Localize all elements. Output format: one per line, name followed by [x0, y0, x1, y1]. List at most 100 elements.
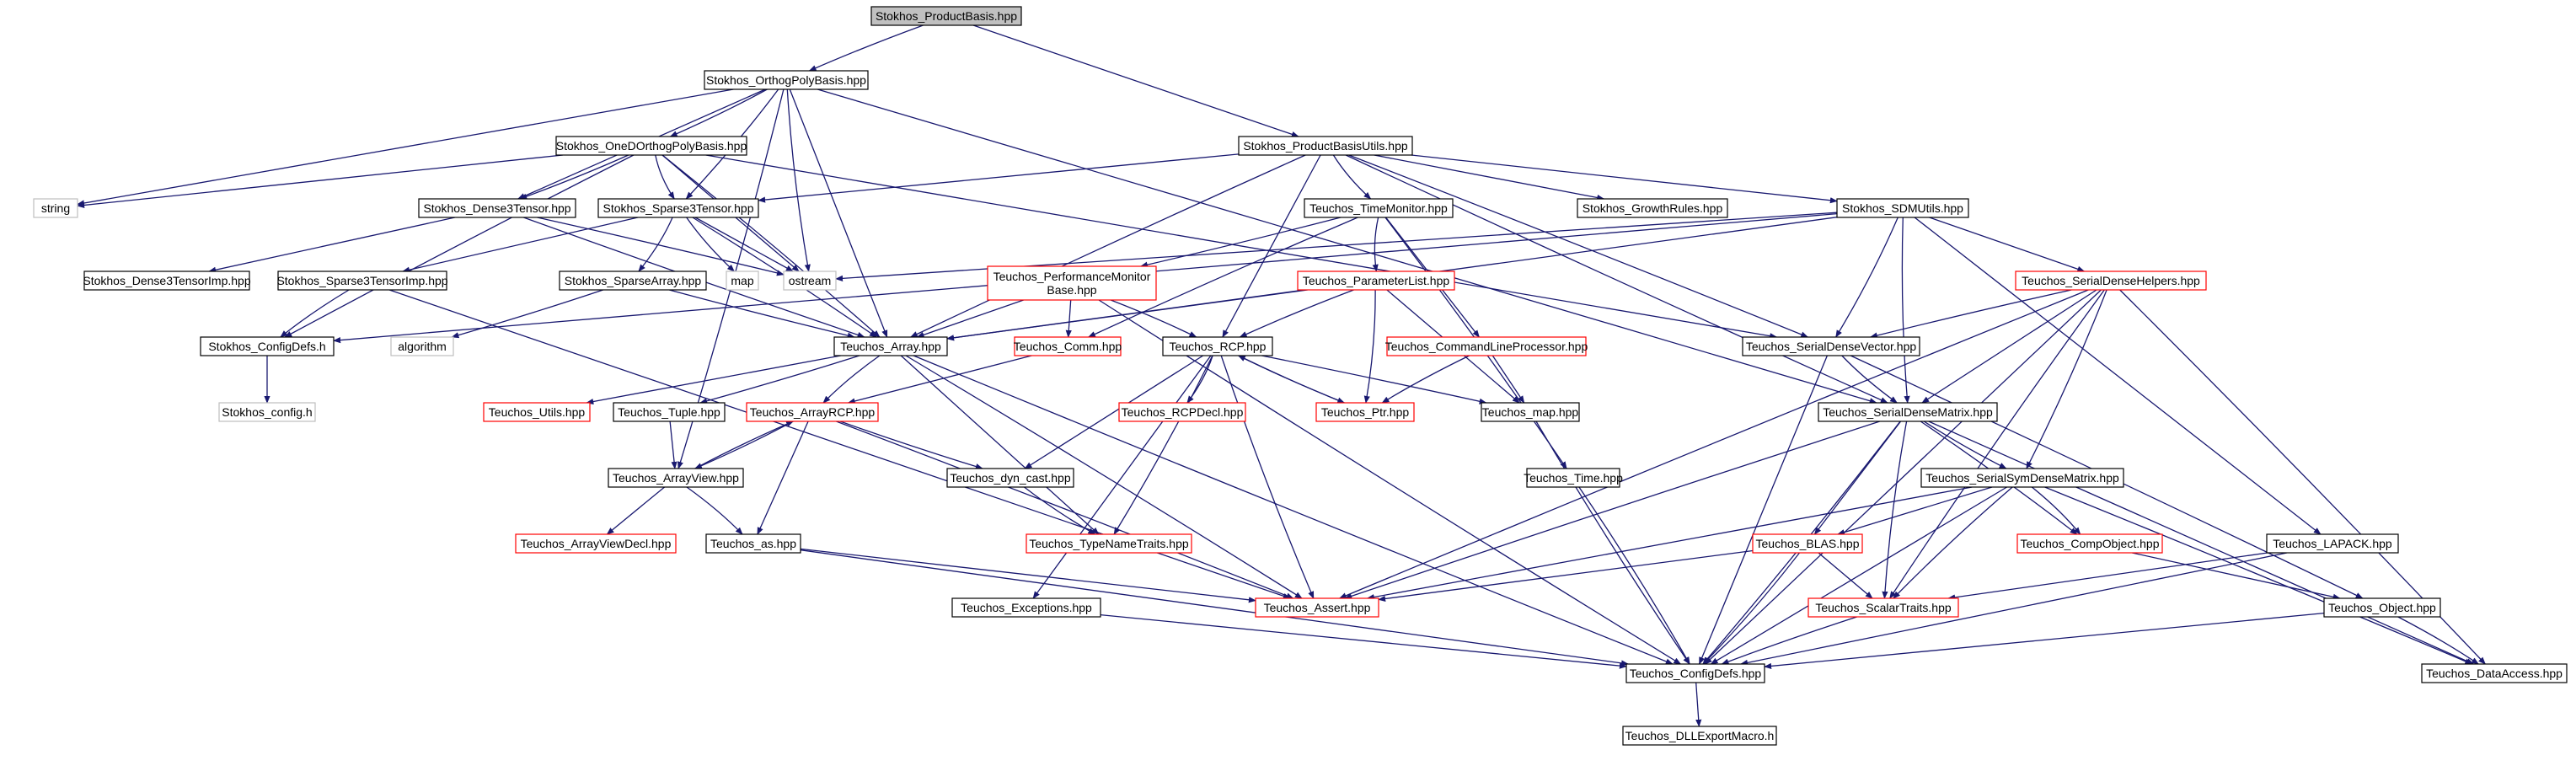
edge-oned-to-s3t [655, 154, 675, 200]
node-arcp[interactable]: Teuchos_ArrayRCP.hpp [746, 402, 879, 422]
edge-ssdm-to-tcd [1710, 486, 2007, 665]
edge-ssdm-to-da [2044, 486, 2473, 665]
node-ptr[interactable]: Teuchos_Ptr.hpp [1315, 402, 1415, 422]
edge-pbu-to-gr [1374, 154, 1605, 201]
node-ssdm[interactable]: Teuchos_SerialSymDenseMatrix.hpp [1920, 468, 2124, 488]
node-box [1920, 468, 2124, 488]
node-sdmat[interactable]: Teuchos_SerialDenseMatrix.hpp [1818, 402, 1998, 422]
node-label: Teuchos_ArrayView.hpp [613, 471, 739, 485]
edge-rcp-to-exc [1032, 355, 1212, 599]
node-st[interactable]: Teuchos_ScalarTraits.hpp [1807, 597, 1959, 618]
node-label: map [731, 274, 753, 287]
node-lapack[interactable]: Teuchos_LAPACK.hpp [2266, 533, 2399, 554]
node-orthog[interactable]: Stokhos_OrthogPolyBasis.hpp [704, 70, 869, 90]
edge-lapack-to-tcd [1740, 552, 2288, 666]
node-av[interactable]: Teuchos_ArrayView.hpp [608, 468, 744, 488]
node-sdv[interactable]: Teuchos_SerialDenseVector.hpp [1742, 336, 1920, 356]
node-box [833, 336, 948, 356]
node-label: Teuchos_DLLExportMacro.h [1625, 729, 1775, 742]
node-box [1622, 726, 1777, 746]
edge-clp-to-tmap [1492, 355, 1525, 404]
node-cd[interactable]: Stokhos_ConfigDefs.h [200, 336, 335, 356]
node-da[interactable]: Teuchos_DataAccess.hpp [2421, 663, 2568, 683]
node-as[interactable]: Teuchos_as.hpp [705, 533, 801, 554]
node-label: algorithm [398, 340, 447, 353]
node-pbu[interactable]: Stokhos_ProductBasisUtils.hpp [1238, 136, 1413, 156]
node-rcp[interactable]: Teuchos_RCP.hpp [1162, 336, 1273, 356]
node-box [1304, 198, 1454, 218]
node-comm[interactable]: Teuchos_Comm.hpp [1014, 336, 1122, 356]
node-avd[interactable]: Teuchos_ArrayViewDecl.hpp [515, 533, 677, 554]
node-s3ti[interactable]: Stokhos_Sparse3TensorImp.hpp [276, 271, 448, 291]
edge-orthog-to-string [77, 88, 734, 206]
node-sdm[interactable]: Stokhos_SDMUtils.hpp [1836, 198, 1969, 218]
node-tnt[interactable]: Teuchos_TypeNameTraits.hpp [1026, 533, 1192, 554]
node-label: Teuchos_Array.hpp [840, 340, 941, 353]
edge-sdv-to-sdmat [1841, 355, 1898, 404]
node-label: Teuchos_DataAccess.hpp [2426, 667, 2563, 680]
edge-tuple-to-av [669, 420, 677, 469]
edge-arr-to-tuple [699, 355, 860, 404]
node-obj[interactable]: Teuchos_Object.hpp [2323, 597, 2441, 618]
node-time[interactable]: Teuchos_Time.hpp [1524, 468, 1623, 488]
node-tcd[interactable]: Teuchos_ConfigDefs.hpp [1625, 663, 1765, 683]
node-dll[interactable]: Teuchos_DLLExportMacro.h [1622, 726, 1777, 746]
node-root[interactable]: Stokhos_ProductBasis.hpp [870, 6, 1022, 26]
node-exc[interactable]: Teuchos_Exceptions.hpp [951, 597, 1101, 618]
node-d3ti[interactable]: Stokhos_Dense3TensorImp.hpp [83, 271, 251, 291]
node-box [418, 198, 576, 218]
node-box [1118, 402, 1246, 422]
edge-sdmat-to-ssdm [1923, 420, 2007, 469]
node-label: Stokhos_SparseArray.hpp [565, 274, 702, 287]
node-pl[interactable]: Teuchos_ParameterList.hpp [1297, 271, 1455, 291]
node-d3t[interactable]: Stokhos_Dense3Tensor.hpp [418, 198, 576, 218]
node-label: Teuchos_Comm.hpp [1014, 340, 1122, 353]
node-label: Teuchos_Utils.hpp [489, 405, 586, 419]
node-label: Teuchos_RCPDecl.hpp [1122, 405, 1244, 419]
edge-arr-to-tnt [900, 355, 1100, 535]
edge-s3t-to-map [686, 217, 735, 272]
node-dyn[interactable]: Teuchos_dyn_cast.hpp [946, 468, 1074, 488]
edge-root-to-orthog [808, 24, 924, 72]
node-utils[interactable]: Teuchos_Utils.hpp [483, 402, 591, 422]
node-tmap[interactable]: Teuchos_map.hpp [1481, 402, 1580, 422]
node-oned[interactable]: Stokhos_OneDOrthogPolyBasis.hpp [555, 136, 747, 156]
node-box [83, 271, 250, 291]
node-box [1386, 336, 1587, 356]
edge-root-to-pbu [972, 24, 1299, 137]
node-box [1526, 468, 1620, 488]
node-rcpdecl[interactable]: Teuchos_RCPDecl.hpp [1118, 402, 1246, 422]
node-label: Stokhos_config.h [222, 405, 312, 419]
node-arr[interactable]: Teuchos_Array.hpp [833, 336, 948, 356]
node-label: Stokhos_GrowthRules.hpp [1583, 201, 1723, 215]
edge-pbu-to-sdm [1411, 154, 1838, 204]
node-s3t[interactable]: Stokhos_Sparse3Tensor.hpp [597, 198, 759, 218]
node-label: ostream [789, 274, 832, 287]
node-gr[interactable]: Stokhos_GrowthRules.hpp [1577, 198, 1728, 218]
node-clp[interactable]: Teuchos_CommandLineProcessor.hpp [1385, 336, 1588, 356]
node-label: Teuchos_ArrayViewDecl.hpp [521, 537, 672, 550]
node-assert[interactable]: Teuchos_Assert.hpp [1255, 597, 1379, 618]
node-box [277, 271, 447, 291]
edge-pm-to-rcp [1110, 299, 1197, 338]
edge-s3t-to-ostream [694, 217, 794, 272]
node-box [1481, 402, 1580, 422]
edge-pbu-to-rcp [1222, 154, 1321, 338]
node-box [515, 533, 677, 554]
edge-sdmat-to-st [1882, 420, 1908, 599]
node-label: Teuchos_Ptr.hpp [1321, 405, 1410, 419]
edge-ssdm-to-assert [1366, 486, 1973, 601]
node-box [1742, 336, 1920, 356]
edge-av-to-avd [606, 486, 666, 535]
edge-obj-to-tcd [1764, 612, 2325, 670]
node-sdh[interactable]: Teuchos_SerialDenseHelpers.hpp [2015, 271, 2207, 291]
node-blas[interactable]: Teuchos_BLAS.hpp [1752, 533, 1863, 554]
node-box [1014, 336, 1122, 356]
node-box [218, 402, 316, 422]
node-tm[interactable]: Teuchos_TimeMonitor.hpp [1304, 198, 1454, 218]
node-sa[interactable]: Stokhos_SparseArray.hpp [559, 271, 707, 291]
edge-tcd-to-dll [1695, 682, 1702, 727]
node-co[interactable]: Teuchos_CompObject.hpp [2016, 533, 2163, 554]
node-tuple[interactable]: Teuchos_Tuple.hpp [613, 402, 726, 422]
